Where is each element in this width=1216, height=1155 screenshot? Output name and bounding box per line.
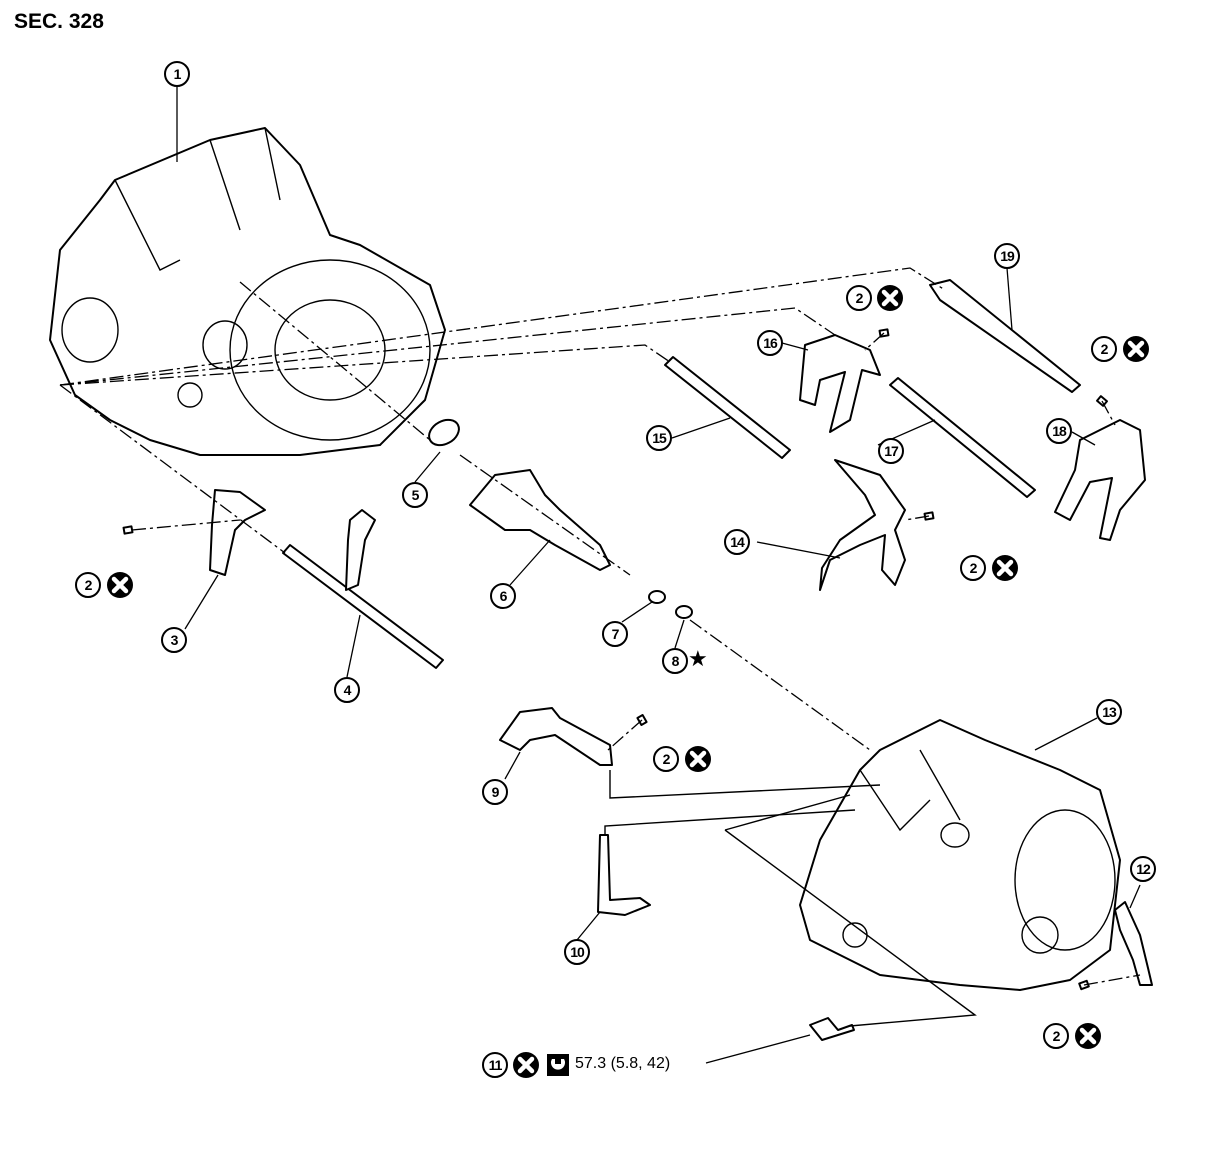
fork-rod-15-drawing [664, 356, 791, 459]
fork-rod-17-drawing [889, 377, 1036, 498]
torque-spec: 57.3 (5.8, 42) [575, 1055, 671, 1072]
x-circle-icon [992, 555, 1018, 581]
shift-fork-16-drawing [799, 334, 881, 433]
lever-9-drawing [499, 707, 613, 766]
callout-1: 1 [164, 61, 190, 87]
callout-15: 15 [646, 425, 672, 451]
bracket-12-drawing [1114, 901, 1153, 986]
callout-8: 8 [662, 648, 688, 674]
callout-9: 9 [482, 779, 508, 805]
x-circle-icon [513, 1052, 539, 1078]
x-circle-icon [107, 572, 133, 598]
shift-fork-14-drawing [819, 459, 906, 591]
x-circle-icon [1123, 336, 1149, 362]
callout-17: 17 [878, 438, 904, 464]
control-shaft-6-drawing [469, 469, 611, 571]
leader-lines [176, 87, 1141, 1064]
callout-2: 2 [1043, 1023, 1069, 1049]
washer-7-drawing [648, 590, 666, 604]
torque-wrench-icon [547, 1054, 569, 1076]
callout-3: 3 [161, 627, 187, 653]
x-circle-icon [877, 285, 903, 311]
callout-18: 18 [1046, 418, 1072, 444]
x-circle-icon [1075, 1023, 1101, 1049]
fork-rod-19-drawing [929, 279, 1081, 393]
callout-12: 12 [1130, 856, 1156, 882]
transmission-case-drawing [49, 127, 446, 456]
callout-6: 6 [490, 583, 516, 609]
callout-19: 19 [994, 243, 1020, 269]
callout-2: 2 [653, 746, 679, 772]
x-circle-icon [685, 746, 711, 772]
callout-2: 2 [75, 572, 101, 598]
pin-10-drawing [597, 834, 651, 916]
bracket-4-drawing [345, 509, 376, 591]
housing-drawing [799, 719, 1121, 991]
callout-14: 14 [724, 529, 750, 555]
callout-5: 5 [402, 482, 428, 508]
fork-rod-4-drawing [282, 544, 444, 669]
bolt-11-drawing [809, 1017, 855, 1041]
section-label: SEC. 328 [14, 10, 104, 33]
shift-fork-3-drawing [209, 489, 266, 576]
callout-2: 2 [1091, 336, 1117, 362]
callout-4: 4 [334, 677, 360, 703]
callout-16: 16 [757, 330, 783, 356]
callout-2: 2 [960, 555, 986, 581]
shift-fork-18-drawing [1054, 419, 1146, 541]
installation-lines [59, 267, 1141, 1027]
washer-8-drawing [675, 605, 693, 619]
callout-10: 10 [564, 939, 590, 965]
selective-part-star-icon: ★ [688, 647, 708, 672]
callout-2: 2 [846, 285, 872, 311]
callout-13: 13 [1096, 699, 1122, 725]
callout-11: 11 [482, 1052, 508, 1078]
oil-seal-5-drawing [428, 418, 460, 447]
callout-7: 7 [602, 621, 628, 647]
